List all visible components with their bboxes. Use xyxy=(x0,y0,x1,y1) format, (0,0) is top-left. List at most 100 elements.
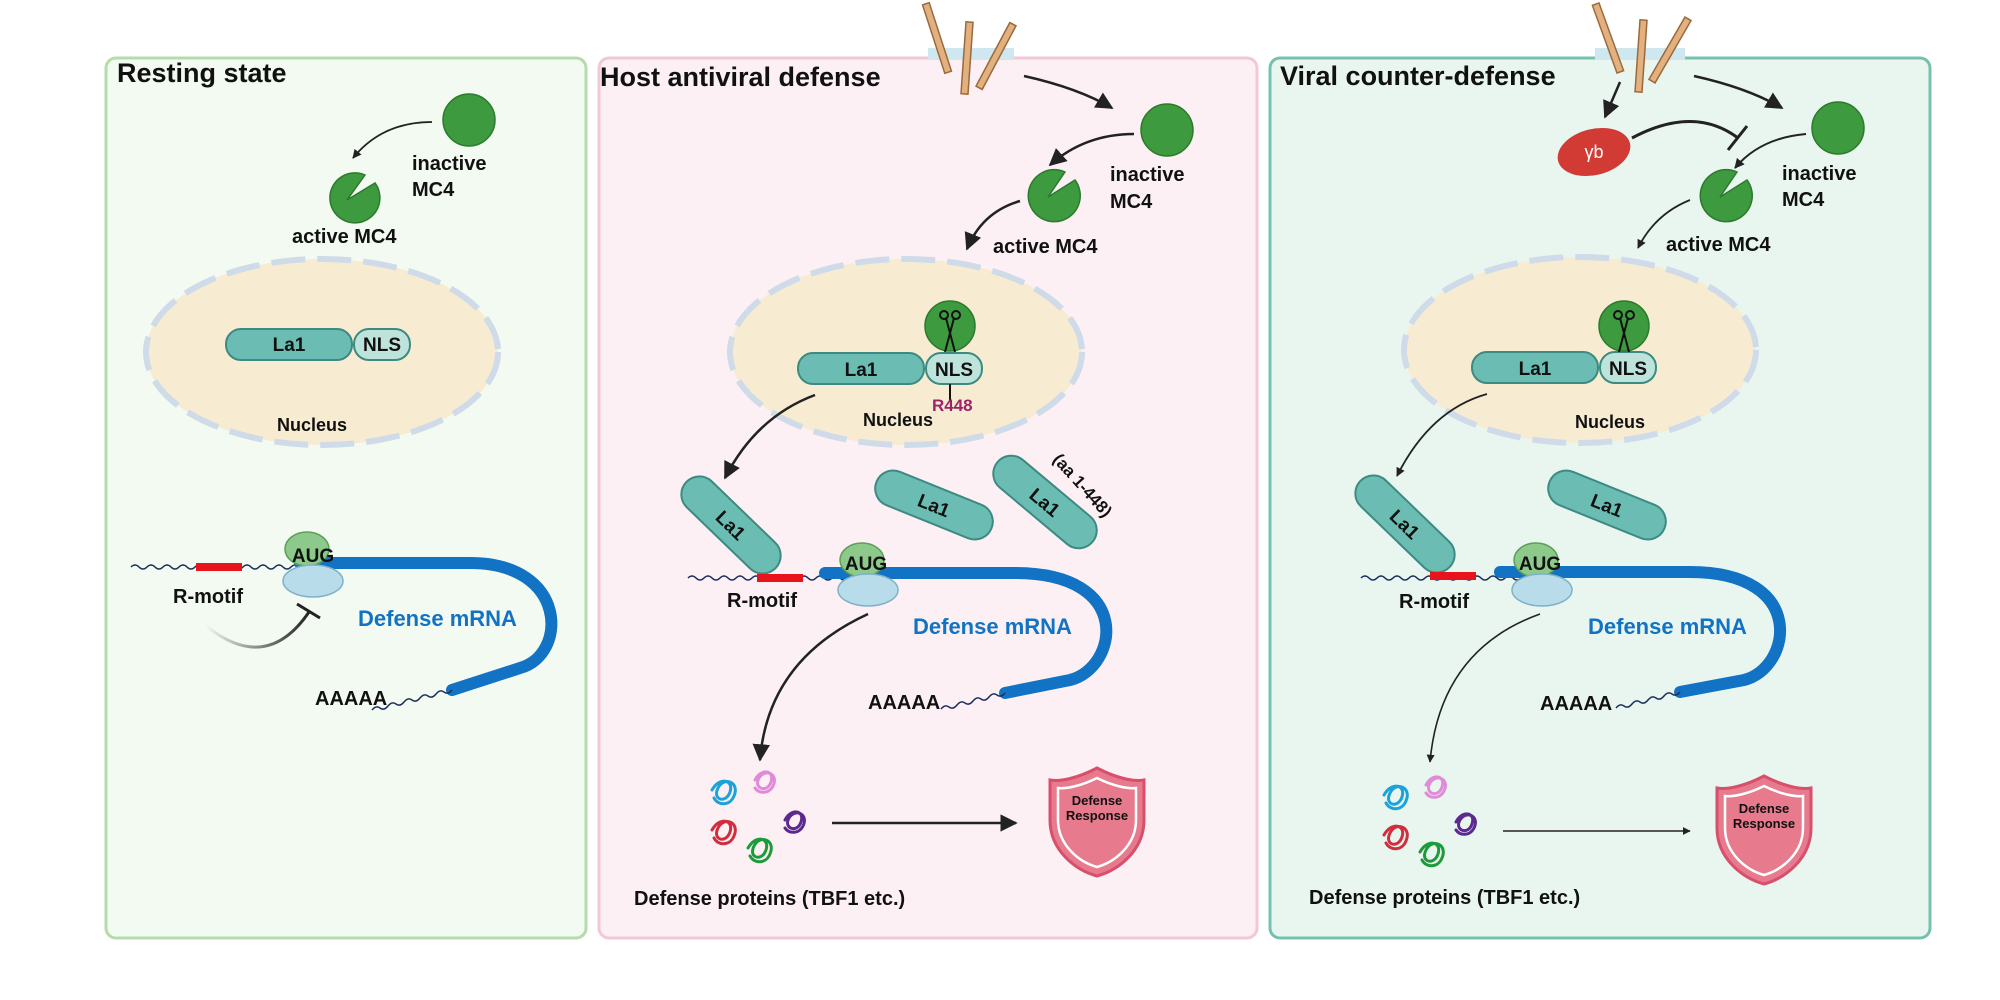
ribosome xyxy=(282,531,344,598)
activation-arrow xyxy=(352,121,433,159)
la1-protein xyxy=(1471,351,1599,384)
inactive-mc4-label-1: inactive xyxy=(412,153,486,175)
export-arrow xyxy=(1396,393,1488,477)
active-mc4-protease xyxy=(1598,300,1650,352)
inhibition-bar xyxy=(296,602,321,620)
polya-label: AAAAA xyxy=(868,692,940,714)
polya-label: AAAAA xyxy=(1540,693,1612,715)
inactive-mc4 xyxy=(1811,101,1865,155)
r-motif-bar xyxy=(1430,572,1476,580)
export-arrow xyxy=(723,393,816,480)
inhibition-arc xyxy=(204,611,311,649)
active-mc4-label: active MC4 xyxy=(1666,234,1771,256)
la1-label: La1 xyxy=(273,335,306,356)
yb-inhibition-arc xyxy=(1631,120,1739,140)
r-motif-bar xyxy=(757,574,803,582)
inactive-mc4-label-2: MC4 xyxy=(1110,191,1153,213)
yb-label: γb xyxy=(1584,142,1603,162)
la1-label: La1 xyxy=(845,360,878,381)
inactive-mc4-label-1: inactive xyxy=(1110,164,1184,186)
inactive-mc4-label-2: MC4 xyxy=(412,179,455,201)
nucleus xyxy=(1401,254,1759,446)
shield-label-1: Defense xyxy=(1739,801,1790,816)
la1-fragment-free: La1 xyxy=(874,469,994,541)
shield-label-1: Defense xyxy=(1072,793,1123,808)
inactive-mc4-label-1: inactive xyxy=(1782,163,1856,185)
translation-arrow xyxy=(752,612,869,762)
yb-protein xyxy=(1557,127,1631,177)
defense-mrna-label: Defense mRNA xyxy=(913,614,1072,639)
nls-label: NLS xyxy=(935,360,973,381)
aug-label: AUG xyxy=(1519,554,1561,575)
r-motif-bar xyxy=(196,563,242,571)
active-mc4 xyxy=(1699,168,1754,223)
nucleus-label: Nucleus xyxy=(277,415,347,435)
la1-fragment-aa: La1 xyxy=(992,454,1098,550)
r-motif-label: R-motif xyxy=(173,586,243,608)
activation-arrow xyxy=(1048,132,1135,167)
active-mc4 xyxy=(329,172,381,224)
defense-proteins-label: Defense proteins (TBF1 etc.) xyxy=(1309,887,1580,909)
r448-label: R448 xyxy=(932,396,973,415)
panel-viral-counter-defense: Viral counter-defense γb inactive MC4 ac… xyxy=(1268,2,1932,940)
mrna-body xyxy=(1494,566,1786,698)
mrna-polya-tail xyxy=(371,689,453,711)
la1-protein xyxy=(797,352,925,385)
active-mc4-label: active MC4 xyxy=(292,226,397,248)
nuclear-entry-arrow xyxy=(964,199,1021,251)
la1-protein xyxy=(225,328,353,361)
virus-rods xyxy=(921,1,1018,95)
yb-production-arrow xyxy=(1603,81,1622,119)
aug-label: AUG xyxy=(845,554,887,575)
defense-proteins-label: Defense proteins (TBF1 etc.) xyxy=(634,888,905,910)
shield-icon xyxy=(1715,774,1813,886)
translation-arrow xyxy=(1426,613,1541,763)
mrna-body xyxy=(819,567,1113,699)
aug-label: AUG xyxy=(292,546,334,567)
shield-label-2: Response xyxy=(1733,816,1795,831)
polya-label: AAAAA xyxy=(315,688,387,710)
la1-fragment-free: La1 xyxy=(1547,469,1667,541)
defense-mrna-label: Defense mRNA xyxy=(358,606,517,631)
panel-1-title: Resting state xyxy=(117,58,287,88)
defense-proteins-cluster xyxy=(710,770,806,864)
defense-proteins-cluster xyxy=(1382,775,1477,868)
nucleus-label: Nucleus xyxy=(1575,412,1645,432)
nuclear-entry-arrow xyxy=(1637,199,1691,249)
yb-inhibition-bar xyxy=(1726,125,1749,151)
shield-label-2: Response xyxy=(1066,808,1128,823)
inactive-mc4 xyxy=(1140,103,1194,157)
panel-host-antiviral-defense: Host antiviral defense inactive MC4 acti… xyxy=(597,1,1259,940)
panel-2-title: Host antiviral defense xyxy=(600,62,881,92)
la1-label: La1 xyxy=(1519,359,1552,380)
scissors-icon xyxy=(1613,310,1635,353)
nls-domain xyxy=(353,328,411,361)
panel-resting-state: Resting state inactive MC4 active MC4 La… xyxy=(104,56,588,940)
virus-signal-arrow xyxy=(1023,74,1114,110)
activation-arrow xyxy=(1734,133,1807,169)
active-mc4-label: active MC4 xyxy=(993,236,1098,258)
panel-3-title: Viral counter-defense xyxy=(1280,61,1556,91)
nucleus-label: Nucleus xyxy=(863,410,933,430)
r-motif-label: R-motif xyxy=(1399,591,1469,613)
scissors-icon xyxy=(939,310,961,353)
la1-fragment-bound: La1 xyxy=(680,475,782,575)
active-mc4-protease xyxy=(924,300,976,352)
shield-icon xyxy=(1048,766,1146,878)
virus-signal-arrow xyxy=(1693,74,1784,110)
nls-label: NLS xyxy=(1609,359,1647,380)
defense-mrna-label: Defense mRNA xyxy=(1588,614,1747,639)
inactive-mc4-label-2: MC4 xyxy=(1782,189,1825,211)
mrna-polya-tail xyxy=(940,692,1006,710)
mrna-polya-tail xyxy=(1615,691,1681,709)
nls-domain xyxy=(925,352,983,385)
ribosome xyxy=(837,542,899,607)
ribosome xyxy=(1511,542,1573,607)
inactive-mc4 xyxy=(442,93,496,147)
mrna-body xyxy=(294,557,558,696)
active-mc4 xyxy=(1027,168,1082,223)
r-motif-label: R-motif xyxy=(727,590,797,612)
virus-rods xyxy=(1591,2,1693,93)
nls-label: NLS xyxy=(363,335,401,356)
